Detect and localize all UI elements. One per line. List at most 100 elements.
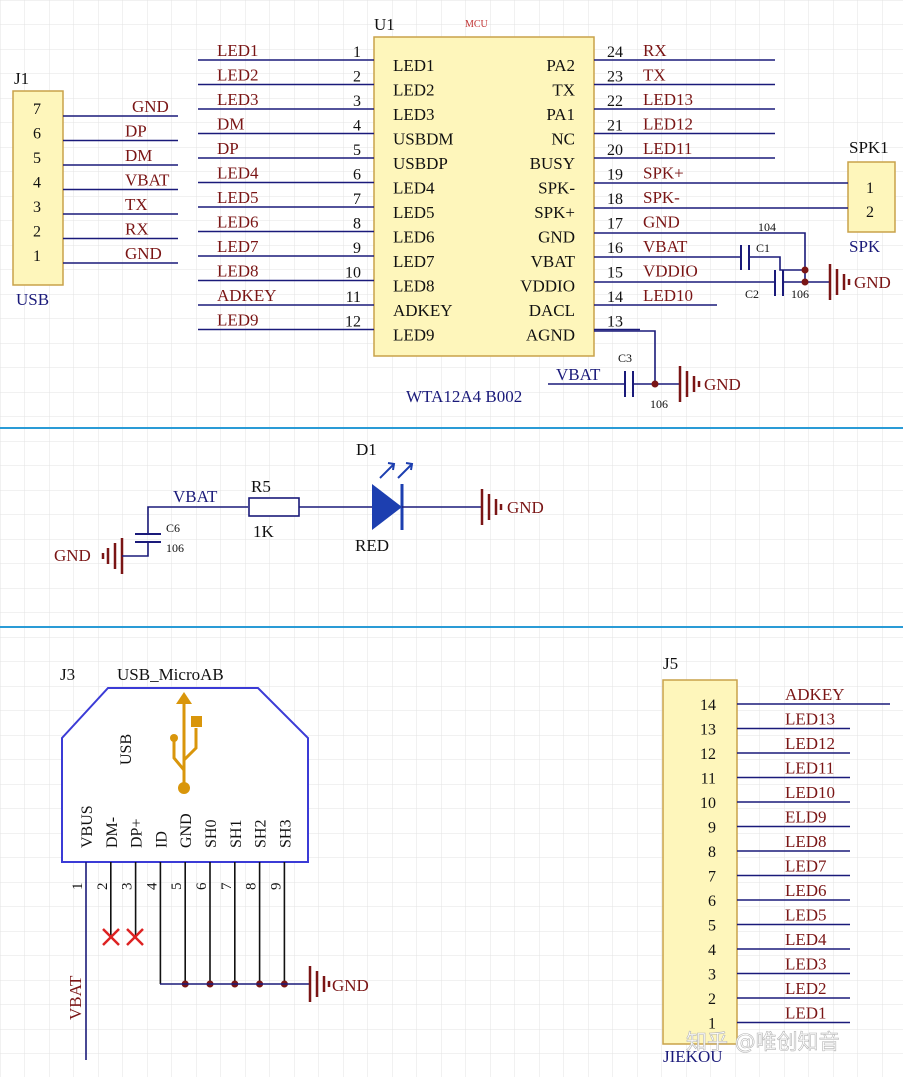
u1-left-net-label: ADKEY bbox=[217, 286, 277, 305]
u1-right-pin-number: 18 bbox=[607, 191, 623, 208]
j3-pin-name: GND bbox=[178, 813, 195, 848]
u1-right-pin-number: 14 bbox=[607, 289, 623, 306]
j5-pin-number: 2 bbox=[708, 991, 716, 1008]
j3-pin-number: 3 bbox=[120, 883, 136, 891]
c6-value: 106 bbox=[166, 541, 184, 555]
u1-left-pin-name: LED6 bbox=[393, 228, 435, 247]
gnd-label: GND bbox=[507, 498, 544, 517]
u1-left-pin-number: 9 bbox=[353, 240, 361, 257]
u1-left-pin-number: 10 bbox=[345, 265, 361, 282]
j3-pin-number: 9 bbox=[268, 883, 284, 891]
spk1-pin-1: 1 bbox=[866, 180, 874, 197]
no-connect-marker bbox=[126, 928, 144, 946]
j5-pin-group: 14ADKEY13LED1312LED1211LED1110LED109ELD9… bbox=[700, 685, 890, 1033]
j3-pin-name: DP+ bbox=[129, 819, 146, 848]
j3-vbat-label: VBAT bbox=[66, 975, 85, 1020]
u1-left-pin-name: LED1 bbox=[393, 56, 435, 75]
r5-ref: R5 bbox=[251, 477, 271, 496]
u1-right-net-label: SPK- bbox=[643, 188, 680, 207]
j5-pin-number: 4 bbox=[708, 942, 716, 959]
u1-left-net-label: DP bbox=[217, 139, 239, 158]
c2-value: 106 bbox=[791, 287, 809, 301]
u1-right-net-label: SPK+ bbox=[643, 164, 684, 183]
gnd-pin17-wire bbox=[594, 232, 806, 282]
j1-pin-number: 3 bbox=[33, 199, 41, 216]
u1-left-pin-name: LED4 bbox=[393, 179, 435, 198]
j3-pin-name: VBUS bbox=[79, 805, 96, 848]
j5-connector[interactable]: J5 JIEKOU 14ADKEY13LED1312LED1211LED1110… bbox=[662, 654, 890, 1066]
j5-pin-number: 1 bbox=[708, 1016, 716, 1033]
spk1-body bbox=[847, 161, 896, 233]
spk1-name: SPK bbox=[849, 237, 881, 256]
j3-pin-name: DM- bbox=[104, 817, 121, 848]
j5-net-label: LED7 bbox=[785, 857, 827, 876]
u1-left-pin-name: LED7 bbox=[393, 252, 435, 271]
j5-pin-number: 10 bbox=[700, 795, 716, 812]
c2-ref: C2 bbox=[745, 287, 759, 301]
c6-ref: C6 bbox=[166, 521, 180, 535]
j1-designator: J1 bbox=[14, 69, 29, 88]
u1-left-pin-number: 3 bbox=[353, 93, 361, 110]
j1-pin-number: 1 bbox=[33, 248, 41, 265]
u1-right-pin-name: SPK+ bbox=[534, 203, 575, 222]
u1-left-pin-name: LED5 bbox=[393, 203, 435, 222]
j1-pin-number: 5 bbox=[33, 150, 41, 167]
u1-right-pin-name: VDDIO bbox=[520, 277, 575, 296]
u1-left-net-label: LED4 bbox=[217, 164, 259, 183]
u1-right-pin-number: 19 bbox=[607, 167, 623, 184]
j1-pin-number: 4 bbox=[33, 175, 41, 192]
j5-pin-number: 6 bbox=[708, 893, 716, 910]
j1-pin-number: 7 bbox=[33, 101, 41, 118]
j5-pin-number: 7 bbox=[708, 869, 716, 886]
u1-left-pin-number: 1 bbox=[353, 44, 361, 61]
j3-pin-number: 6 bbox=[194, 882, 210, 890]
j1-net-label: RX bbox=[125, 220, 149, 239]
u1-left-pin-number: 5 bbox=[353, 142, 361, 159]
led-circuit: GND C6 106 VBAT R5 1K D1 RED GND bbox=[54, 440, 544, 574]
u1-right-pin-name: PA2 bbox=[546, 56, 575, 75]
j3-pin-name: SH3 bbox=[277, 820, 294, 848]
j3-pin-number: 7 bbox=[219, 882, 235, 890]
u1-left-pin-number: 8 bbox=[353, 216, 361, 233]
d1-value: RED bbox=[355, 536, 389, 555]
j5-pin-number: 9 bbox=[708, 820, 716, 837]
gnd-label: GND bbox=[704, 375, 741, 394]
junction bbox=[801, 278, 809, 286]
u1-right-net-label: LED11 bbox=[643, 139, 692, 158]
j5-net-label: LED8 bbox=[785, 832, 827, 851]
j5-net-label: ELD9 bbox=[785, 808, 827, 827]
decoupling-c1-c2: C1 104 C2 106 GND bbox=[594, 220, 891, 301]
u1-left-net-label: DM bbox=[217, 115, 244, 134]
j3-name: USB_MicroAB bbox=[117, 665, 224, 684]
u1-right-pin-number: 22 bbox=[607, 93, 623, 110]
r5-value: 1K bbox=[253, 522, 275, 541]
u1-left-net-label: LED6 bbox=[217, 213, 259, 232]
j3-pin-name: SH0 bbox=[203, 820, 220, 848]
j5-pin-number: 11 bbox=[701, 771, 716, 788]
u1-right-pin-name: DACL bbox=[529, 301, 575, 320]
u1-right-pin-number: 21 bbox=[607, 118, 623, 135]
j3-pin-number: 4 bbox=[144, 882, 160, 890]
u1-right-net-label: LED10 bbox=[643, 286, 693, 305]
u1-left-pin-number: 4 bbox=[353, 118, 361, 135]
spk1-connector[interactable]: SPK1 1 2 SPK bbox=[594, 138, 896, 256]
j3-connector[interactable]: J3 USB_MicroAB USB VBUS1DM-2DP+3ID4GND5S… bbox=[60, 665, 369, 1060]
u1-right-net-label: RX bbox=[643, 41, 667, 60]
j3-pin-number: 1 bbox=[70, 883, 86, 891]
u1-right-pin-name: TX bbox=[552, 81, 575, 100]
j1-pin-number: 6 bbox=[33, 126, 41, 143]
j5-net-label: LED10 bbox=[785, 783, 835, 802]
gnd-label: GND bbox=[854, 273, 891, 292]
j5-pin-number: 14 bbox=[700, 697, 716, 714]
u1-right-pin-number: 20 bbox=[607, 142, 623, 159]
u1-right-pin-name: GND bbox=[538, 228, 575, 247]
j5-net-label: LED12 bbox=[785, 734, 835, 753]
j5-pin-number: 12 bbox=[700, 746, 716, 763]
j1-pin-number: 2 bbox=[33, 224, 41, 241]
u1-part: WTA12A4 B002 bbox=[406, 387, 522, 406]
j5-designator: J5 bbox=[663, 654, 678, 673]
